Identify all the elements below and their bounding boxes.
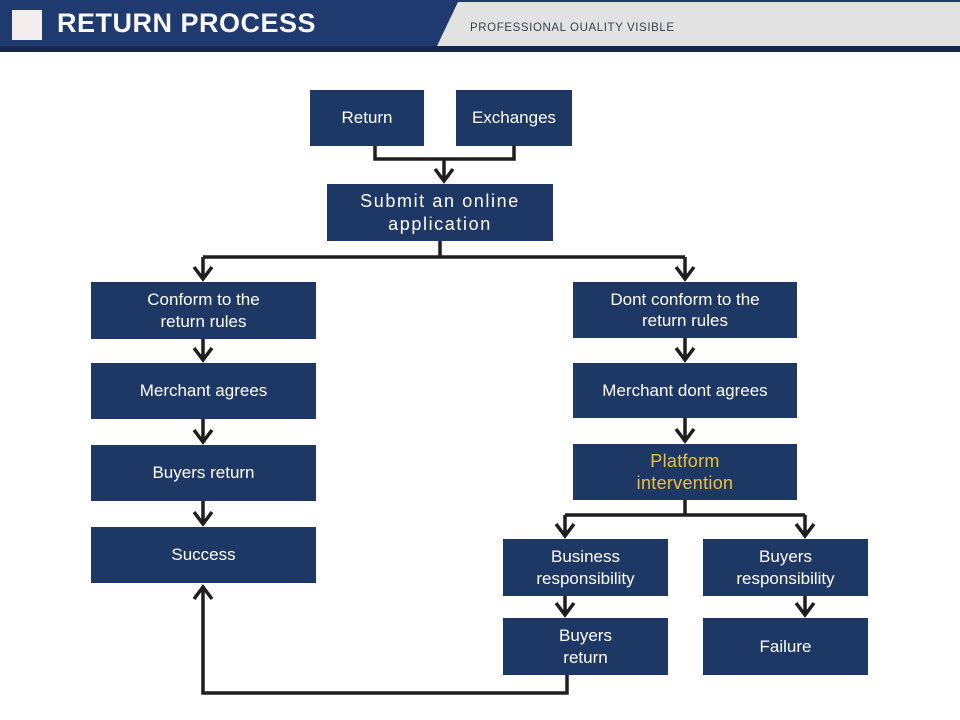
node-platform-intervention: Platform intervention [573, 444, 797, 500]
node-return-label: Return [341, 108, 393, 128]
tagline-band: PROFESSIONAL OUALITY VISIBLE [437, 2, 960, 46]
node-platform-intervention-label: Platform intervention [636, 450, 734, 493]
node-merchant-agrees-label: Merchant agrees [139, 381, 268, 401]
page-title: RETURN PROCESS [57, 7, 317, 38]
node-conform-rules: Conform to the return rules [91, 282, 316, 339]
node-dont-conform-rules-label: Dont conform to the return rules [610, 289, 760, 330]
node-submit-application: Submit an online application [327, 184, 553, 241]
node-buyers-return-right-label: Buyers return [559, 626, 612, 667]
node-merchant-dont-agrees-label: Merchant dont agrees [602, 380, 768, 400]
node-submit-application-label: Submit an online application [360, 191, 520, 234]
node-success: Success [91, 527, 316, 583]
node-buyers-responsibility-label: Buyers responsibility [736, 547, 835, 588]
node-success-label: Success [171, 545, 236, 565]
node-exchanges-label: Exchanges [471, 108, 557, 128]
node-business-responsibility-label: Business responsibility [536, 547, 635, 588]
node-buyers-return-left-label: Buyers return [152, 463, 255, 483]
node-business-responsibility: Business responsibility [503, 539, 668, 596]
node-failure-label: Failure [759, 636, 812, 656]
node-merchant-agrees: Merchant agrees [91, 363, 316, 419]
node-conform-rules-label: Conform to the return rules [147, 290, 260, 331]
tagline-text: PROFESSIONAL OUALITY VISIBLE [470, 22, 675, 34]
node-buyers-return-right: Buyers return [503, 618, 668, 675]
header-square-icon [12, 10, 42, 40]
node-merchant-dont-agrees: Merchant dont agrees [573, 363, 797, 418]
node-return: Return [310, 90, 424, 146]
node-buyers-return-left: Buyers return [91, 445, 316, 501]
node-failure: Failure [703, 618, 868, 675]
header-underline [0, 46, 960, 52]
node-buyers-responsibility: Buyers responsibility [703, 539, 868, 596]
node-dont-conform-rules: Dont conform to the return rules [573, 282, 797, 338]
node-exchanges: Exchanges [456, 90, 572, 146]
header-bar: RETURN PROCESS PROFESSIONAL OUALITY VISI… [0, 0, 960, 52]
